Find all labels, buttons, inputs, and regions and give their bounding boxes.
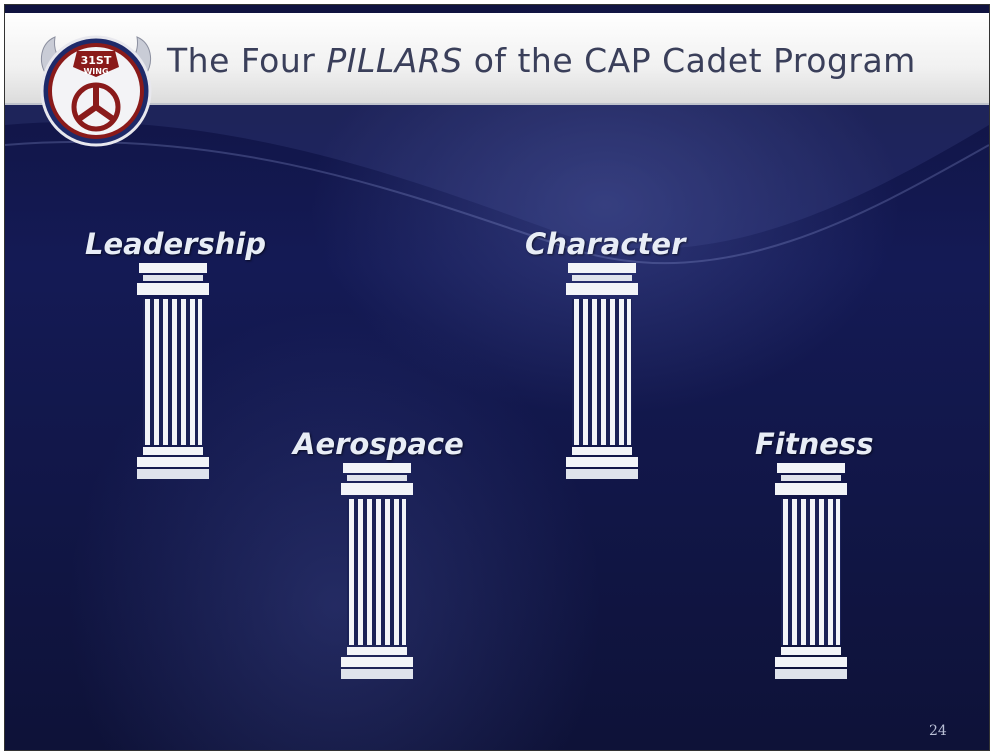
- svg-text:31ST: 31ST: [81, 54, 112, 67]
- column-icon: [566, 263, 638, 479]
- slide-title: The Four PILLARS of the CAP Cadet Progra…: [167, 41, 916, 80]
- pillar-label-leadership: Leadership: [85, 227, 267, 261]
- svg-text:WING: WING: [83, 67, 108, 76]
- page-number: 24: [929, 723, 947, 739]
- column-icon: [341, 463, 413, 679]
- column-icon: [137, 263, 209, 479]
- pillar-label-fitness: Fitness: [755, 427, 874, 461]
- pillar-label-character: Character: [525, 227, 686, 261]
- column-icon: [775, 463, 847, 679]
- title-bar: The Four PILLARS of the CAP Cadet Progra…: [5, 13, 989, 105]
- title-prefix: The Four: [167, 41, 327, 80]
- wing-emblem-icon: 31ST WING: [40, 35, 152, 147]
- background-swoosh: [5, 65, 989, 264]
- pillar-label-aerospace: Aerospace: [293, 427, 464, 461]
- slide: The Four PILLARS of the CAP Cadet Progra…: [4, 4, 990, 751]
- title-emphasis: PILLARS: [326, 41, 463, 80]
- title-suffix: of the CAP Cadet Program: [462, 41, 916, 80]
